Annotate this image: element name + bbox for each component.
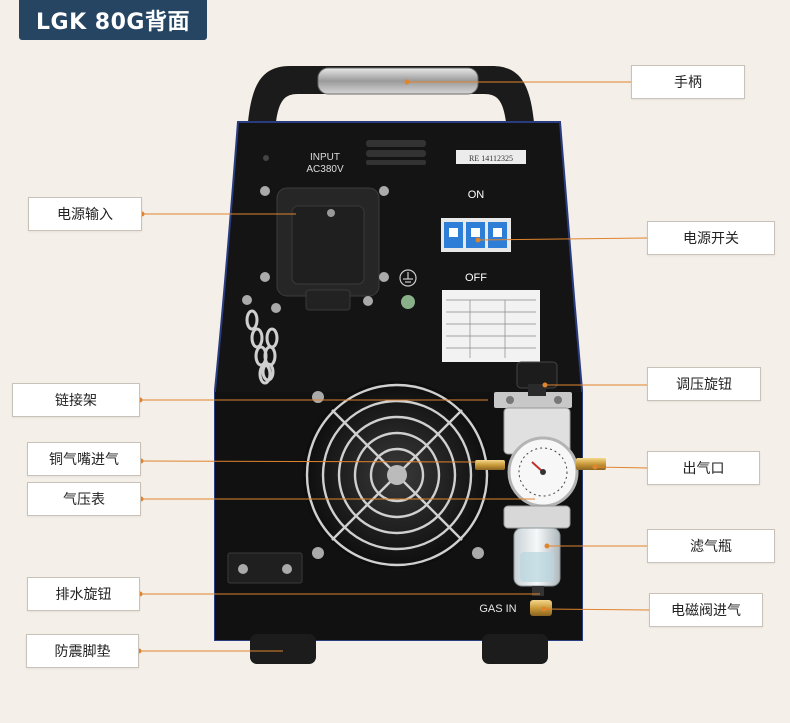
leader-dot-pressure-knob: [542, 382, 548, 388]
chain: [242, 295, 281, 385]
indicator-hole: [263, 155, 269, 161]
callout-shock-pad: 防震脚垫: [26, 634, 139, 668]
shock-pad-left: [250, 634, 316, 664]
leader-dot-filter-bowl: [544, 543, 550, 549]
callout-solenoid-inlet: 电磁阀进气: [649, 593, 763, 627]
filter-regulator: [475, 361, 606, 616]
leader-copper-nozzle-inlet: [140, 460, 477, 463]
vent-slots: [366, 140, 426, 165]
switch-off-label: OFF: [465, 272, 487, 284]
leader-dot-handle: [404, 79, 410, 85]
serial-sticker: [456, 150, 526, 164]
ground-symbol: [399, 269, 417, 287]
title-badge: LGK 80G背面: [19, 0, 207, 40]
callout-power-input: 电源输入: [28, 197, 142, 231]
breaker-switch: [441, 218, 511, 252]
drain-knob: [532, 586, 544, 596]
callout-drain-knob: 排水旋钮: [27, 577, 140, 611]
leader-dot-solenoid-inlet: [541, 606, 547, 612]
rear-bracket: [227, 552, 303, 584]
leader-dot-power-switch: [475, 237, 481, 243]
callout-pressure-gauge: 气压表: [27, 482, 141, 516]
callout-power-switch: 电源开关: [647, 221, 775, 255]
callout-filter-bowl: 滤气瓶: [647, 529, 775, 563]
callout-handle: 手柄: [631, 65, 745, 99]
gas-in-label: GAS IN: [479, 603, 516, 615]
handle: [248, 66, 534, 122]
leader-solenoid-inlet: [543, 608, 650, 611]
spec-plate: [442, 290, 540, 362]
shock-pad-right: [482, 634, 548, 664]
leader-power-switch: [477, 237, 648, 241]
cooling-fan: [303, 381, 491, 569]
handle-grip: [317, 67, 479, 95]
ground-bolt: [401, 295, 415, 309]
brass-nozzle-left: [475, 460, 505, 470]
callout-air-outlet: 出气口: [647, 451, 760, 485]
solenoid-fitting: [530, 600, 552, 616]
switch-on-label: ON: [468, 189, 485, 201]
power-input-connector: [260, 186, 389, 311]
serial-number: RE 14112325: [469, 154, 513, 163]
voltage-label: AC380V: [306, 164, 344, 175]
callout-copper-nozzle-inlet: 铜气嘴进气: [27, 442, 141, 476]
leader-dot-air-outlet: [592, 464, 598, 470]
input-label: INPUT: [310, 152, 340, 163]
callout-chain-holder: 链接架: [12, 383, 140, 417]
leader-air-outlet: [594, 466, 648, 469]
callout-pressure-knob: 调压旋钮: [647, 367, 761, 401]
